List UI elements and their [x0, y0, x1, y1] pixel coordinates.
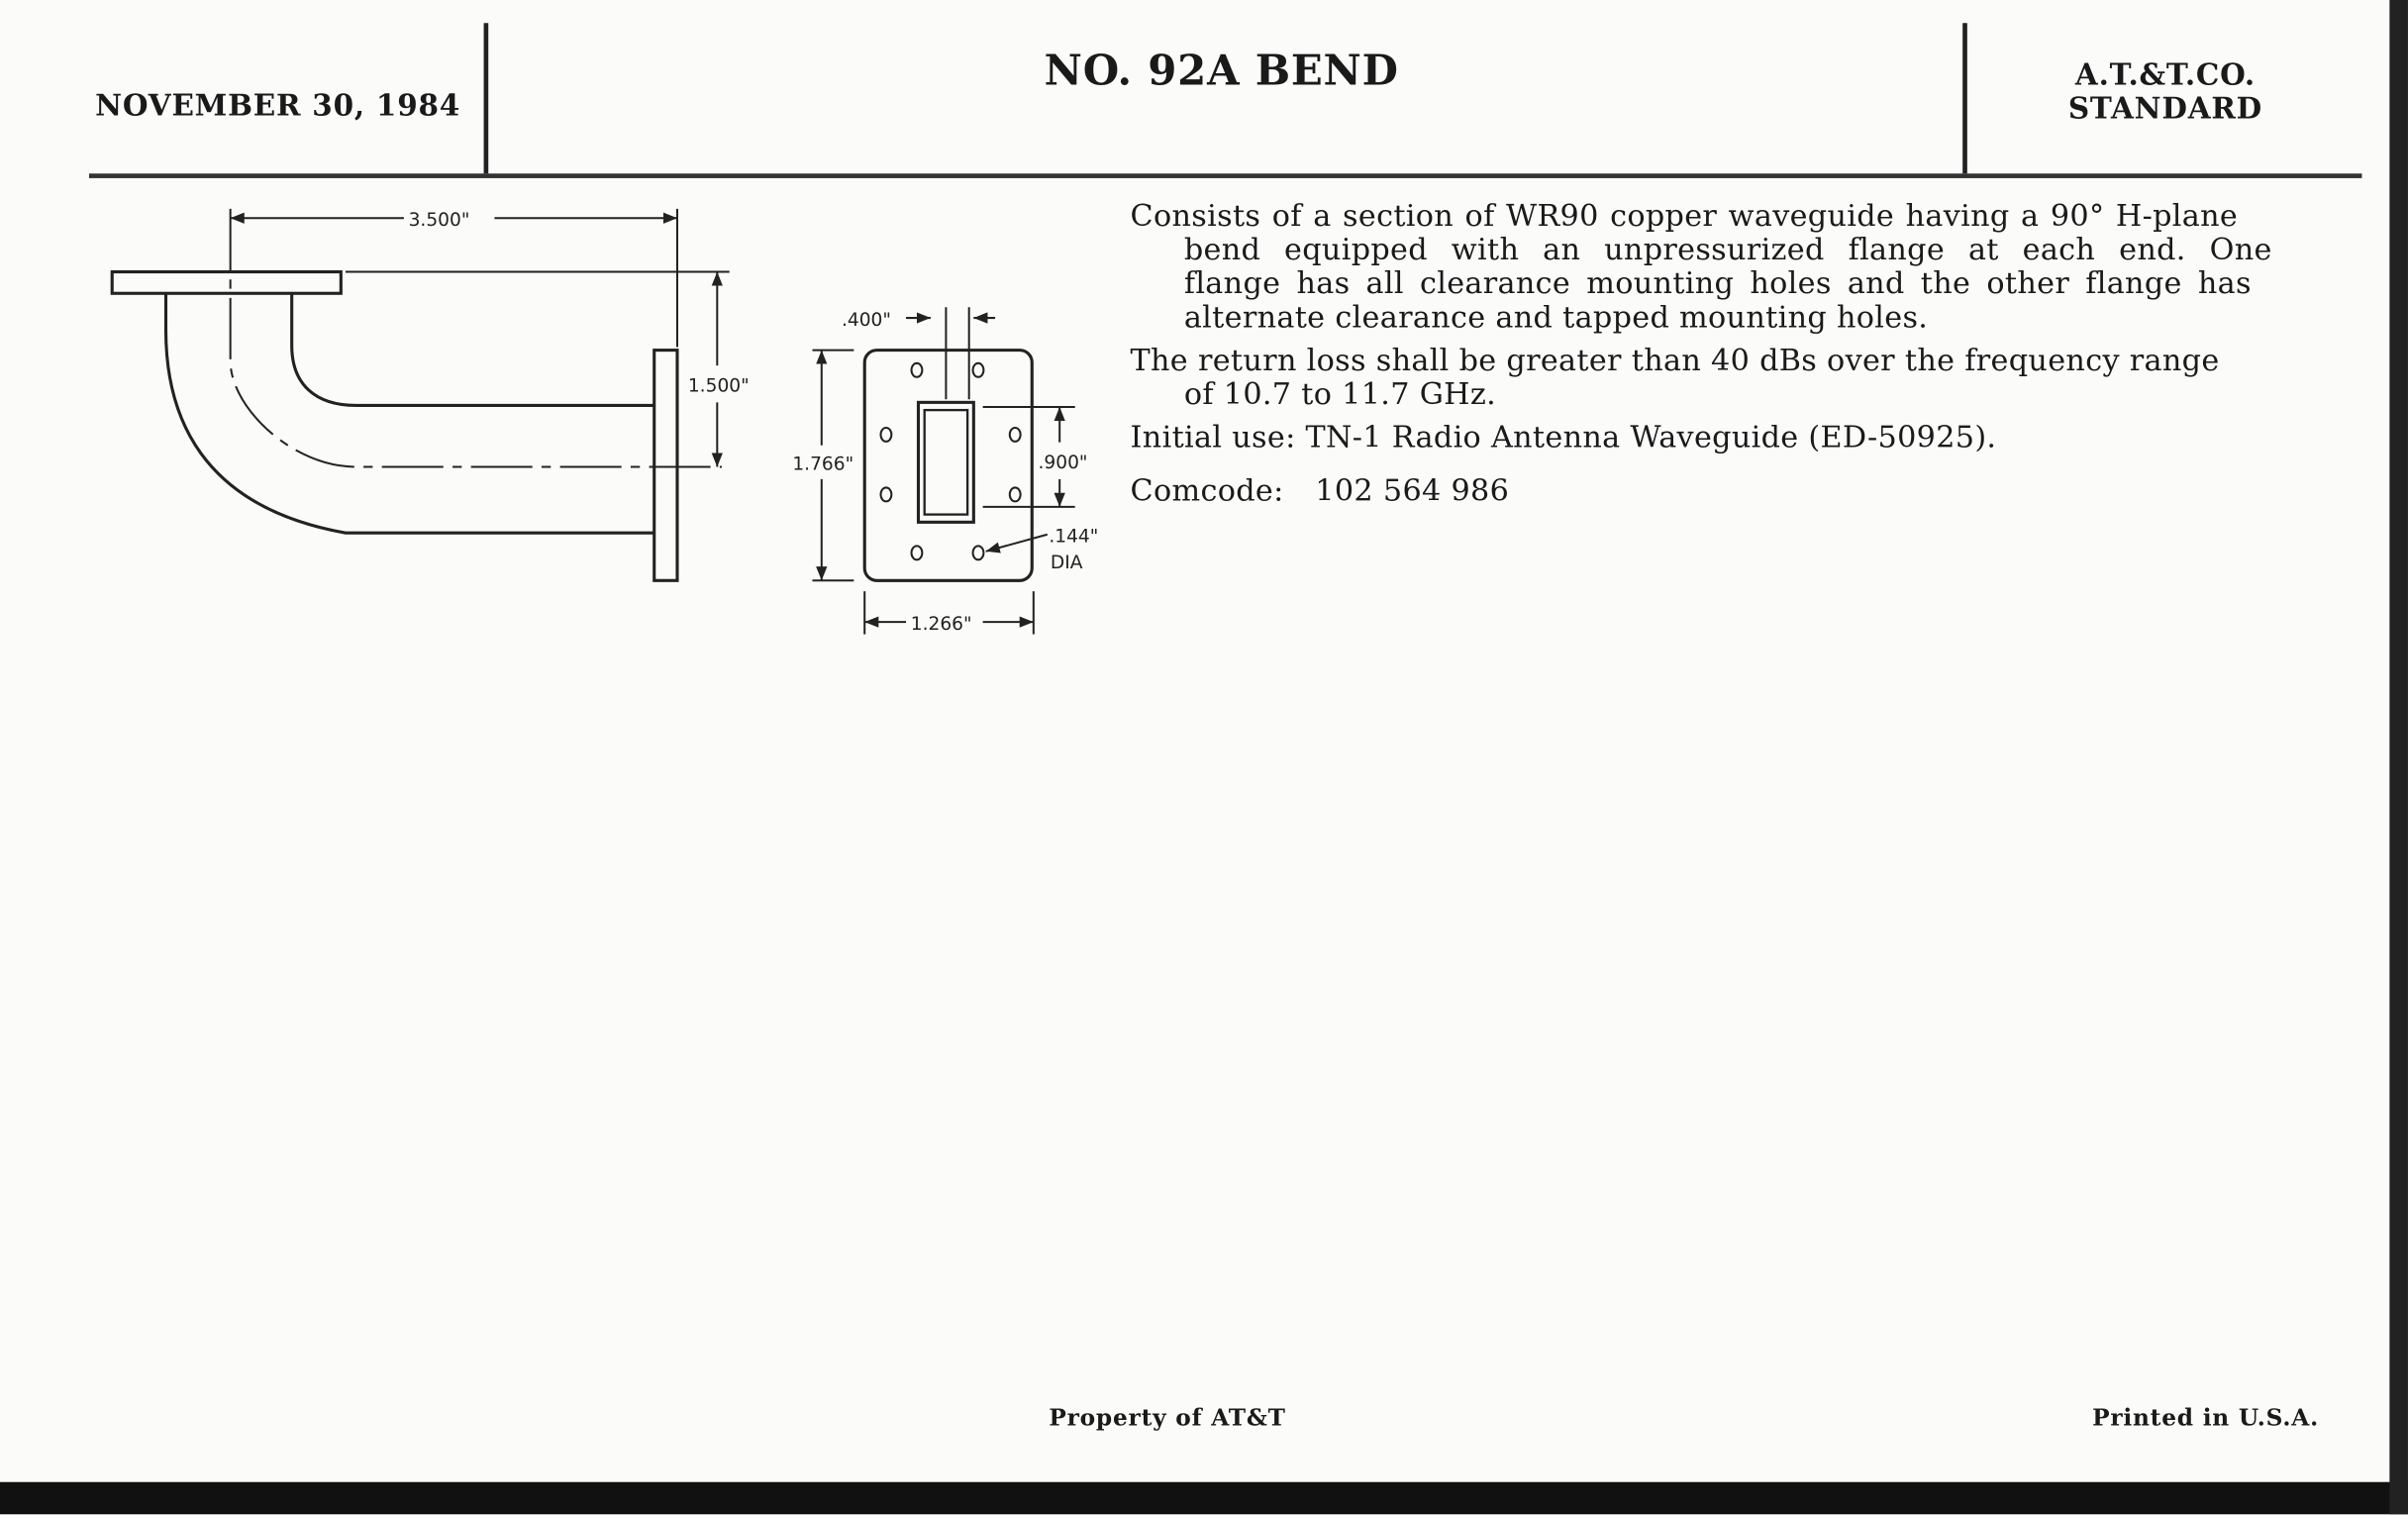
- aperture-inner: [923, 408, 969, 516]
- waveguide-drawing: 3.500" 1.500" .400" 1.766" .900" .144" D…: [110, 208, 1098, 635]
- desc-line: Consists of a section of WR90 copper wav…: [1130, 198, 2239, 234]
- standard-label: A.T.&T.CO. STANDARD: [2057, 58, 2272, 126]
- dim-flange-height: 1.766": [792, 454, 853, 475]
- centerline: [229, 208, 722, 468]
- header-divider: [1962, 23, 1967, 174]
- dim-hole: .144": [1049, 527, 1098, 548]
- description: Consists of a section of WR90 copper wav…: [1130, 198, 2272, 509]
- date: NOVEMBER 30, 1984: [95, 88, 461, 124]
- dim-aperture-height: .900": [1038, 453, 1087, 473]
- desc-line: alternate clearance and tapped mounting …: [1183, 299, 1929, 336]
- header-divider: [483, 23, 489, 174]
- top-flange: [110, 269, 343, 295]
- desc-line: flange has all clearance mounting holes …: [1183, 265, 2252, 301]
- standard-line1: A.T.&T.CO.: [2074, 57, 2256, 93]
- dim-aperture-offset: .400": [842, 310, 891, 331]
- property-note: Property of AT&T: [1049, 1403, 1286, 1432]
- desc-line: bend equipped with an unpressurized flan…: [1183, 232, 2272, 267]
- dim-hole-suffix: DIA: [1051, 553, 1083, 573]
- pipe-inner: [290, 293, 654, 408]
- dim-length: 3.500": [409, 210, 470, 231]
- aperture-outer: [916, 400, 975, 524]
- end-flange: [652, 349, 679, 582]
- initial-use: Initial use: TN-1 Radio Antenna Waveguid…: [1130, 419, 1997, 455]
- desc-line: The return loss shall be greater than 40…: [1130, 342, 2220, 378]
- flange-face: [862, 349, 1034, 582]
- pipe-outer: [163, 293, 654, 535]
- comcode-value: 102 564 986: [1315, 472, 1510, 509]
- scan-border-right: [2389, 0, 2408, 1515]
- comcode-label: Comcode:: [1130, 472, 1284, 509]
- scan-border-bottom: [0, 1481, 2408, 1515]
- dim-height: 1.500": [688, 376, 750, 397]
- header-rule: [88, 173, 2362, 178]
- printed-note: Printed in U.S.A.: [2092, 1403, 2320, 1432]
- mounting-holes: [879, 361, 1022, 561]
- standard-line2: STANDARD: [2067, 92, 2262, 127]
- dim-flange-width: 1.266": [911, 614, 972, 635]
- desc-line: of 10.7 to 11.7 GHz.: [1183, 375, 1497, 412]
- comcode: Comcode: 102 564 986: [1130, 472, 2272, 509]
- page-title: NO. 92A BEND: [1044, 48, 1399, 96]
